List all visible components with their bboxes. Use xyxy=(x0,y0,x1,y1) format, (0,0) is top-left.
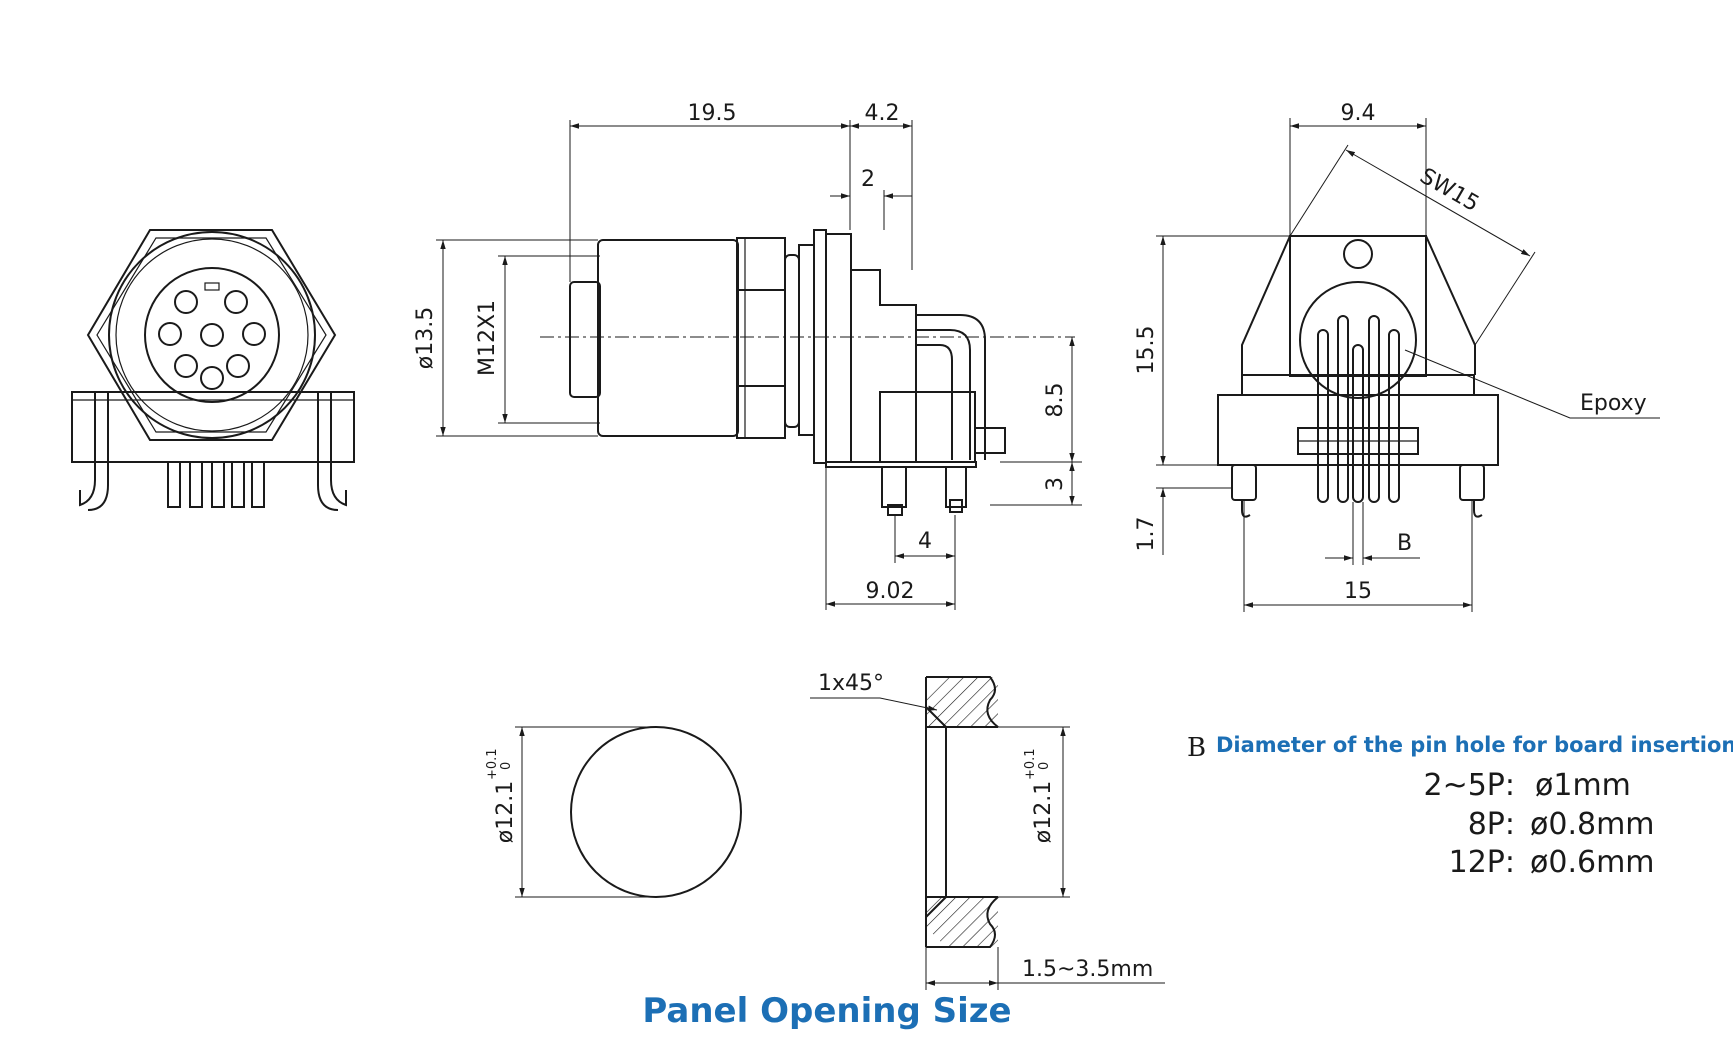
dim-9-4: 9.4 xyxy=(1341,101,1376,126)
dim-15-5: 15.5 xyxy=(1134,326,1159,375)
note-value-1: ø0.8mm xyxy=(1530,807,1655,842)
dim-b: B xyxy=(1397,531,1412,556)
tol-upper-left: +0.1 xyxy=(485,748,500,780)
panel-title: Panel Opening Size xyxy=(642,991,1011,1031)
panel-hole-circle xyxy=(570,726,742,898)
epoxy-circle xyxy=(1299,281,1417,399)
pcb-pins xyxy=(167,461,265,508)
panel-opening: ø12.1 +0.1 0 1x45° ø12.1 +0.1 0 1.5~3.5m… xyxy=(485,671,1165,1031)
panel-top xyxy=(926,676,999,728)
dim-4: 4 xyxy=(918,529,932,554)
dim-8-5: 8.5 xyxy=(1043,383,1068,418)
dim-19-5: 19.5 xyxy=(688,101,737,126)
note-value-2: ø0.6mm xyxy=(1530,845,1655,880)
dim-hole-right: ø12.1 xyxy=(1031,781,1056,843)
dim-1-7: 1.7 xyxy=(1134,517,1159,552)
epoxy-leader xyxy=(1404,349,1660,419)
rear-view: 9.4 SW15 15.5 1.7 B 15 Epoxy xyxy=(1134,101,1660,612)
front-view xyxy=(71,229,355,511)
dim-2: 2 xyxy=(861,167,875,192)
rear-pins xyxy=(1317,315,1400,503)
pin-hole-note: B Diameter of the pin hole for board ins… xyxy=(1187,733,1733,880)
note-value-0: ø1mm xyxy=(1535,768,1631,803)
dim-3: 3 xyxy=(1043,477,1068,491)
housing-circle xyxy=(108,231,316,439)
tol-lower-right: 0 xyxy=(1037,762,1052,770)
body-sleeve xyxy=(597,239,739,437)
left-leg xyxy=(79,392,96,507)
dim-15: 15 xyxy=(1344,579,1372,604)
panel-bottom xyxy=(926,896,999,948)
note-marker: B xyxy=(1187,733,1206,763)
hex-nut-outline xyxy=(86,229,337,441)
note-pins-0: 2~5P: xyxy=(1423,768,1515,803)
dim-4-2: 4.2 xyxy=(865,101,900,126)
dim-hole-left: ø12.1 xyxy=(493,781,518,843)
epoxy-label: Epoxy xyxy=(1580,391,1647,416)
note-pins-2: 12P: xyxy=(1449,845,1515,880)
tol-lower-left: 0 xyxy=(499,762,514,770)
dim-13-5: ø13.5 xyxy=(413,307,438,369)
note-pins-1: 8P: xyxy=(1468,807,1515,842)
side-view: 19.5 4.2 2 ø13.5 M12X1 8.5 3 4 9.02 xyxy=(413,101,1082,610)
dim-chamfer: 1x45° xyxy=(818,671,884,696)
tol-upper-right: +0.1 xyxy=(1023,748,1038,780)
bent-pin-outer xyxy=(916,314,986,460)
dim-m12: M12X1 xyxy=(475,300,500,376)
rear-hex xyxy=(1241,235,1476,375)
key-notch xyxy=(204,282,220,291)
right-leg xyxy=(330,392,347,507)
mount-hole xyxy=(1343,239,1373,269)
dim-9-02: 9.02 xyxy=(866,579,915,604)
insert-circle xyxy=(144,267,280,403)
dim-thickness: 1.5~3.5mm xyxy=(1022,957,1153,982)
pin-holes xyxy=(158,282,266,390)
note-title: Diameter of the pin hole for board inser… xyxy=(1216,733,1733,757)
side-nut xyxy=(736,237,786,439)
